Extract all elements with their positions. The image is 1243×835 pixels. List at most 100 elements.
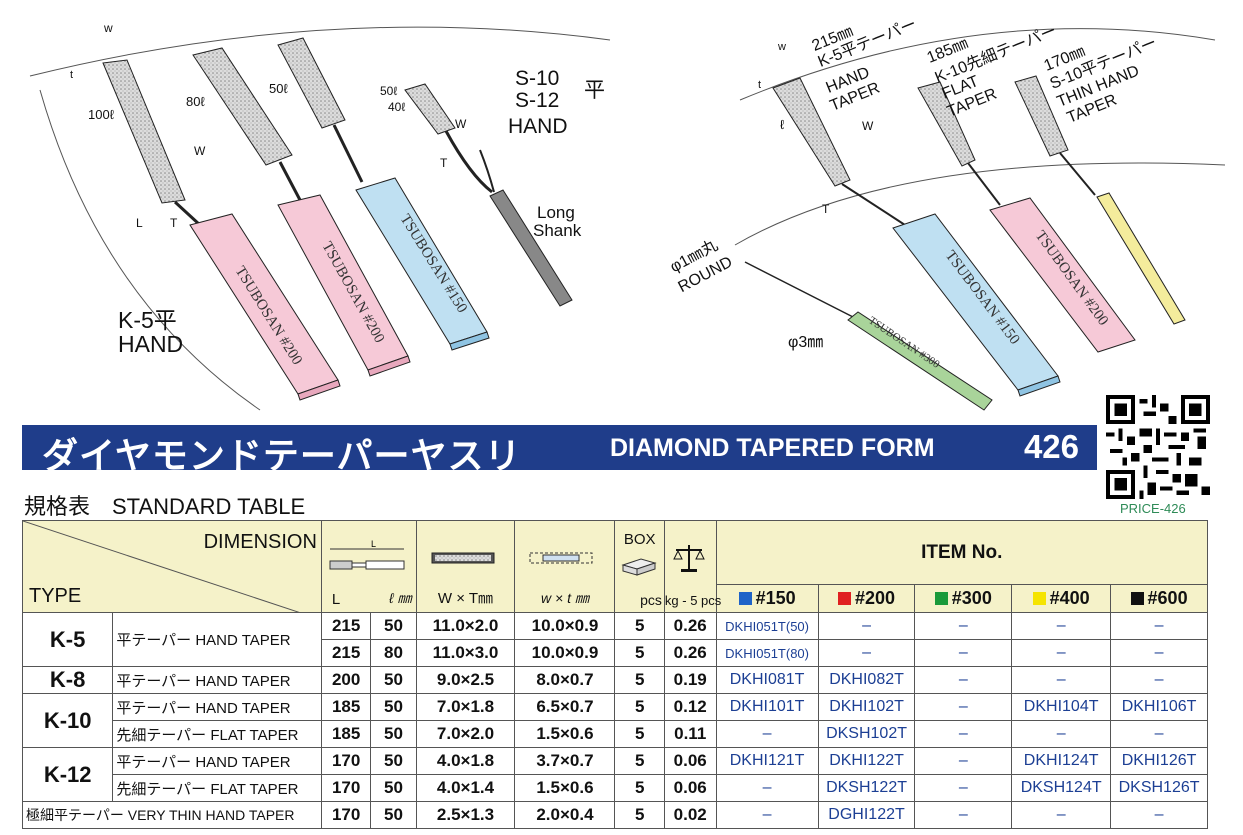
- grade-400-header: #400: [1011, 584, 1112, 613]
- L-cell: 200: [320, 666, 372, 694]
- pcs-cell: 5: [614, 774, 665, 802]
- grade-400-swatch: [1032, 592, 1046, 605]
- item-cell: –: [715, 774, 819, 802]
- length-header: L L ℓ ㎜: [320, 520, 417, 613]
- kg-cell: 0.26: [663, 612, 717, 640]
- item-cell: –: [1011, 801, 1112, 829]
- dimension-type-header: DIMENSION TYPE: [22, 520, 322, 613]
- type-cell: K-8: [21, 666, 114, 694]
- item-cell: –: [715, 720, 819, 748]
- file-k5-100: [102, 59, 341, 401]
- item-cell: –: [1110, 720, 1208, 748]
- pcs-cell: 5: [614, 693, 665, 721]
- dim-T-label: T: [170, 216, 178, 230]
- item-cell: –: [914, 612, 1013, 640]
- wt-cell: 1.5×0.6: [514, 720, 616, 748]
- l-cell: 50: [370, 747, 417, 775]
- box-header: BOX pcs: [614, 520, 665, 613]
- k5-hand-2: HAND: [118, 331, 184, 357]
- item-cell[interactable]: DKHI122T: [817, 747, 916, 775]
- file-50: [277, 37, 490, 351]
- pcs-cell: 5: [614, 747, 665, 775]
- s10-flat: 平: [584, 79, 605, 102]
- table-row: 先細テーパー FLAT TAPER 170 50 4.0×1.4 1.5×0.6…: [23, 774, 1208, 802]
- scale-icon: [673, 545, 705, 572]
- kg-cell: 0.06: [663, 747, 717, 775]
- col-wt-label: w × t ㎜: [541, 590, 589, 606]
- item-cell[interactable]: DKHI081T: [715, 666, 819, 694]
- pcs-cell: 5: [614, 801, 665, 829]
- table-row: K-5 平テーパー HAND TAPER 215 50 11.0×2.0 10.…: [21, 612, 1208, 667]
- pcs-cell: 5: [614, 639, 665, 667]
- desc-cell: 平テーパー HAND TAPER: [112, 666, 322, 694]
- file-round: [744, 261, 993, 411]
- page-number: 426: [1023, 428, 1079, 465]
- item-cell[interactable]: DKHI106T: [1110, 693, 1208, 721]
- item-cell[interactable]: DKHI051T(50): [715, 612, 819, 640]
- price-code: PRICE-426: [1120, 501, 1186, 516]
- WT-cell: 4.0×1.8: [415, 747, 516, 775]
- item-cell: –: [914, 693, 1013, 721]
- WT-header: W × T㎜: [415, 520, 516, 613]
- wt-header: w × t ㎜: [514, 520, 616, 613]
- desc-cell: 極細平テーパー VERY THIN HAND TAPER: [22, 801, 322, 829]
- long-shank-2: Shank: [533, 221, 582, 240]
- col-WT-label: W × T㎜: [437, 590, 494, 607]
- title-banner: ダイヤモンドテーパーヤスリ DIAMOND TAPERED FORM 426: [22, 425, 1097, 476]
- item-cell[interactable]: DKHI102T: [817, 693, 916, 721]
- grade-200-swatch: [838, 592, 852, 605]
- item-cell: –: [1110, 801, 1208, 829]
- r-dim-T: T: [822, 202, 830, 216]
- item-cell: –: [914, 801, 1013, 829]
- file-long-shank: [404, 83, 573, 307]
- dim-W-label: W: [194, 144, 206, 158]
- s10-line2: S-12: [515, 89, 560, 112]
- item-cell[interactable]: DGHI122T: [817, 801, 916, 829]
- type-cell: K-12: [21, 747, 114, 802]
- file-80: [192, 47, 411, 377]
- L-cell: 170: [320, 801, 372, 829]
- L-cell: 170: [320, 747, 372, 775]
- table-row: 215 80 11.0×3.0 10.0×0.9 5 0.26 DKHI051T…: [23, 639, 1208, 667]
- WT-cell: 11.0×2.0: [415, 612, 516, 640]
- item-cell[interactable]: DKSH124T: [1011, 774, 1112, 802]
- r-dim-t: t: [758, 79, 762, 91]
- item-cell[interactable]: DKSH126T: [1110, 774, 1208, 802]
- item-cell[interactable]: DKHI124T: [1011, 747, 1112, 775]
- table-row: K-8 平テーパー HAND TAPER 200 50 9.0×2.5 8.0×…: [21, 666, 1208, 694]
- item-cell[interactable]: DKHI121T: [715, 747, 819, 775]
- WT-cell: 7.0×1.8: [415, 693, 516, 721]
- item-cell[interactable]: DKHI101T: [715, 693, 819, 721]
- item-cell[interactable]: DKHI126T: [1110, 747, 1208, 775]
- len-50b-label: 50ℓ: [380, 84, 398, 98]
- item-cell[interactable]: DKHI104T: [1011, 693, 1112, 721]
- pcs-cell: 5: [614, 666, 665, 694]
- dim-W2-label: W: [455, 117, 467, 131]
- item-cell[interactable]: DKHI082T: [817, 666, 916, 694]
- L-cell: 185: [320, 720, 372, 748]
- box-label: BOX: [623, 531, 656, 548]
- s10-line3: HAND: [508, 115, 568, 138]
- wt-cell: 3.7×0.7: [514, 747, 616, 775]
- item-cell: –: [1110, 612, 1208, 640]
- WT-cell: 11.0×3.0: [415, 639, 516, 667]
- wt-cell: 10.0×0.9: [514, 639, 616, 667]
- dim-w-label: w: [104, 21, 113, 35]
- grade-600-header: #600: [1110, 584, 1208, 613]
- product-illustration: TSUBOSAN #200 TSUBOSAN #200 TSUBOSAN #15…: [29, 26, 1226, 411]
- item-cell[interactable]: DKHI051T(80): [715, 639, 819, 667]
- item-no-header: ITEM No.: [715, 520, 1209, 585]
- long-shank-1: Long: [537, 203, 575, 222]
- item-cell: –: [914, 639, 1013, 667]
- qr-code[interactable]: [1106, 395, 1210, 499]
- item-cell[interactable]: DKSH122T: [817, 774, 916, 802]
- type-cell: K-10: [21, 693, 114, 748]
- table-row: 先細テーパー FLAT TAPER 185 50 7.0×2.0 1.5×0.6…: [23, 720, 1208, 748]
- kg-cell: 0.26: [663, 639, 717, 667]
- len-100-label: 100ℓ: [88, 107, 114, 122]
- table-row: K-10 平テーパー HAND TAPER 185 50 7.0×1.8 6.5…: [21, 693, 1208, 748]
- s10-line1: S-10: [515, 67, 560, 90]
- desc-cell: 平テーパー HAND TAPER: [112, 693, 322, 721]
- wt-cell: 6.5×0.7: [514, 693, 616, 721]
- item-cell[interactable]: DKSH102T: [817, 720, 916, 748]
